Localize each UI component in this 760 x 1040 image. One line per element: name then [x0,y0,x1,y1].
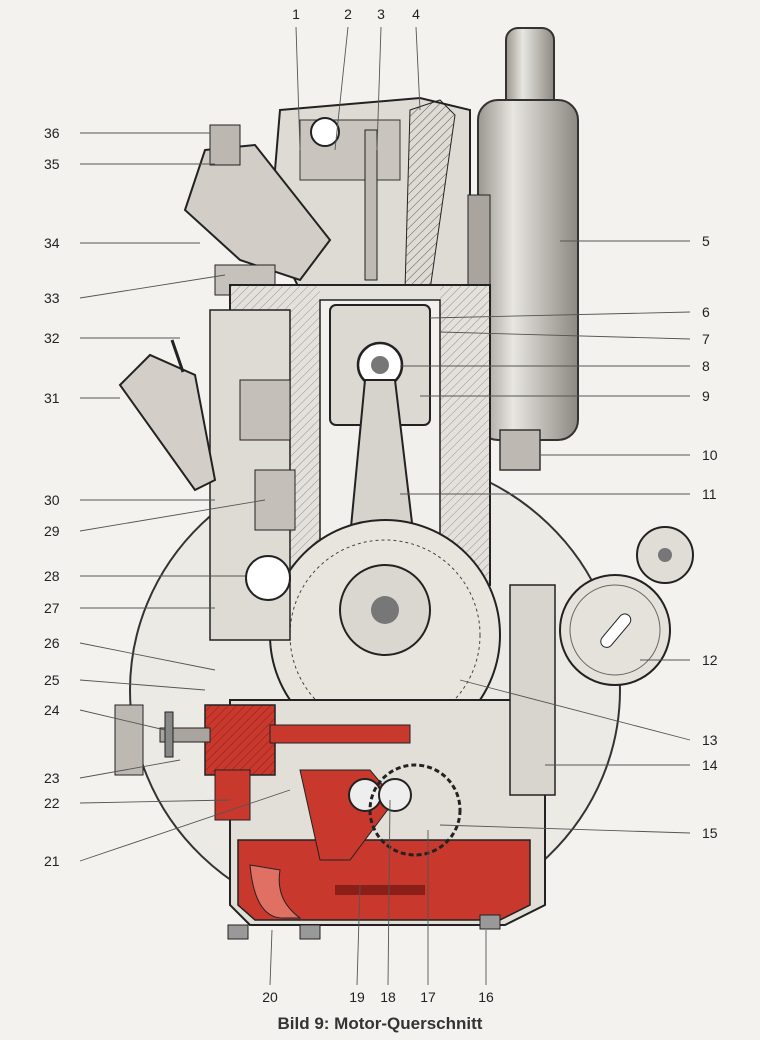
callout-13: 13 [702,732,718,748]
oil-passages [204,704,425,919]
piston [329,304,431,426]
callout-3: 3 [377,6,385,22]
callout-21: 21 [44,853,60,869]
figure-caption: Bild 9: Motor-Querschnitt [277,1014,483,1033]
callout-leader-lines [79,26,691,986]
callout-31: 31 [44,390,60,406]
callout-18: 18 [380,989,396,1005]
bottom-bolts [227,914,501,940]
callout-36: 36 [44,125,60,141]
exhaust-muffler [477,27,579,471]
callout-16: 16 [478,989,494,1005]
callout-27: 27 [44,600,60,616]
callout-10: 10 [702,447,718,463]
callout-9: 9 [702,388,710,404]
callout-26: 26 [44,635,60,651]
callout-12: 12 [702,652,718,668]
oil-filler-funnel [118,353,217,492]
callout-17: 17 [420,989,436,1005]
callout-11: 11 [702,486,717,502]
oil-drain-valve [114,704,211,776]
callout-5: 5 [702,233,710,249]
callout-14: 14 [702,757,718,773]
callout-29: 29 [44,523,60,539]
callout-28: 28 [44,568,60,584]
crankshaft [269,519,501,751]
callout-24: 24 [44,702,60,718]
oil-pump-gears [348,763,462,857]
callout-25: 25 [44,672,60,688]
generator-drum [559,526,694,686]
callout-7: 7 [702,331,710,347]
callout-22: 22 [44,795,60,811]
callout-6: 6 [702,304,710,320]
callout-34: 34 [44,235,60,251]
left-auxiliary-column [209,309,296,641]
callout-20: 20 [262,989,278,1005]
callout-2: 2 [344,6,352,22]
callout-15: 15 [702,825,718,841]
callout-30: 30 [44,492,60,508]
cylinder-head [268,96,491,291]
callout-19: 19 [349,989,365,1005]
callout-35: 35 [44,156,60,172]
callout-4: 4 [412,6,420,22]
callout-1: 1 [292,6,300,22]
callout-23: 23 [44,770,60,786]
callout-33: 33 [44,290,60,306]
right-side-cover [509,584,556,796]
callout-32: 32 [44,330,60,346]
callout-8: 8 [702,358,710,374]
